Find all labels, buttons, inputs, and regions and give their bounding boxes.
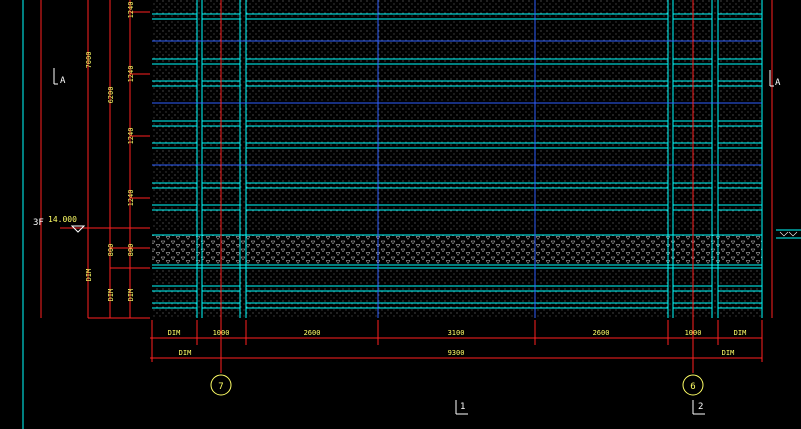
dim-lower-c: DIM xyxy=(127,289,135,302)
dim-bottom-7: DIM xyxy=(734,329,747,337)
axis-label-6: 6 xyxy=(690,382,695,392)
axis-lines xyxy=(40,0,773,373)
dim-bottom-left: DIM xyxy=(179,349,192,357)
axis-bubble-7 xyxy=(210,374,232,396)
dim-bottom-3: 2600 xyxy=(304,329,321,337)
dim-slab-a: 800 xyxy=(107,244,115,257)
section-mark-bottom-1 xyxy=(455,400,468,415)
slab-outline xyxy=(152,234,762,269)
section-label-left: A xyxy=(60,76,66,86)
dim-upper-1: 1240 xyxy=(127,2,135,19)
dim-bottom-6: 1000 xyxy=(685,329,702,337)
dim-bottom-5: 2600 xyxy=(593,329,610,337)
section-mark-bottom-2 xyxy=(692,400,705,415)
slab-hatch xyxy=(152,235,762,265)
floor-label: 3F xyxy=(33,218,44,228)
wall-hatch-lower xyxy=(152,268,762,318)
elevation-marker-icon xyxy=(70,225,86,233)
column-lines xyxy=(196,0,763,318)
section-mark-left xyxy=(53,68,58,85)
axis-label-7: 7 xyxy=(218,382,223,392)
axis-bubble-6 xyxy=(682,374,704,396)
dim-bottom-right: DIM xyxy=(722,349,735,357)
dim-bottom-2: 1000 xyxy=(213,329,230,337)
dim-upper-4: 1240 xyxy=(127,190,135,207)
section-label-bottom-1: 1 xyxy=(460,402,465,412)
dim-bottom-total: 9300 xyxy=(448,349,465,357)
elevation-value: 14.000 xyxy=(48,215,77,224)
wall-hatch-upper xyxy=(152,0,762,230)
section-mark-right xyxy=(769,70,774,87)
section-label-bottom-2: 2 xyxy=(698,402,703,412)
right-slab-detail xyxy=(776,229,801,239)
dim-total: 7000 xyxy=(85,52,93,69)
dim-bottom-1: DIM xyxy=(168,329,181,337)
dim-slab-b: 800 xyxy=(127,244,135,257)
dim-bottom-4: 3100 xyxy=(448,329,465,337)
dim-lower-b: DIM xyxy=(107,289,115,302)
dim-lower-a: DIM xyxy=(85,269,93,282)
interior-grid-lines xyxy=(152,0,762,318)
section-label-right: A xyxy=(775,78,781,88)
dim-mid: 6200 xyxy=(107,87,115,104)
dim-upper-2: 1240 xyxy=(127,66,135,83)
dim-upper-3: 1240 xyxy=(127,128,135,145)
